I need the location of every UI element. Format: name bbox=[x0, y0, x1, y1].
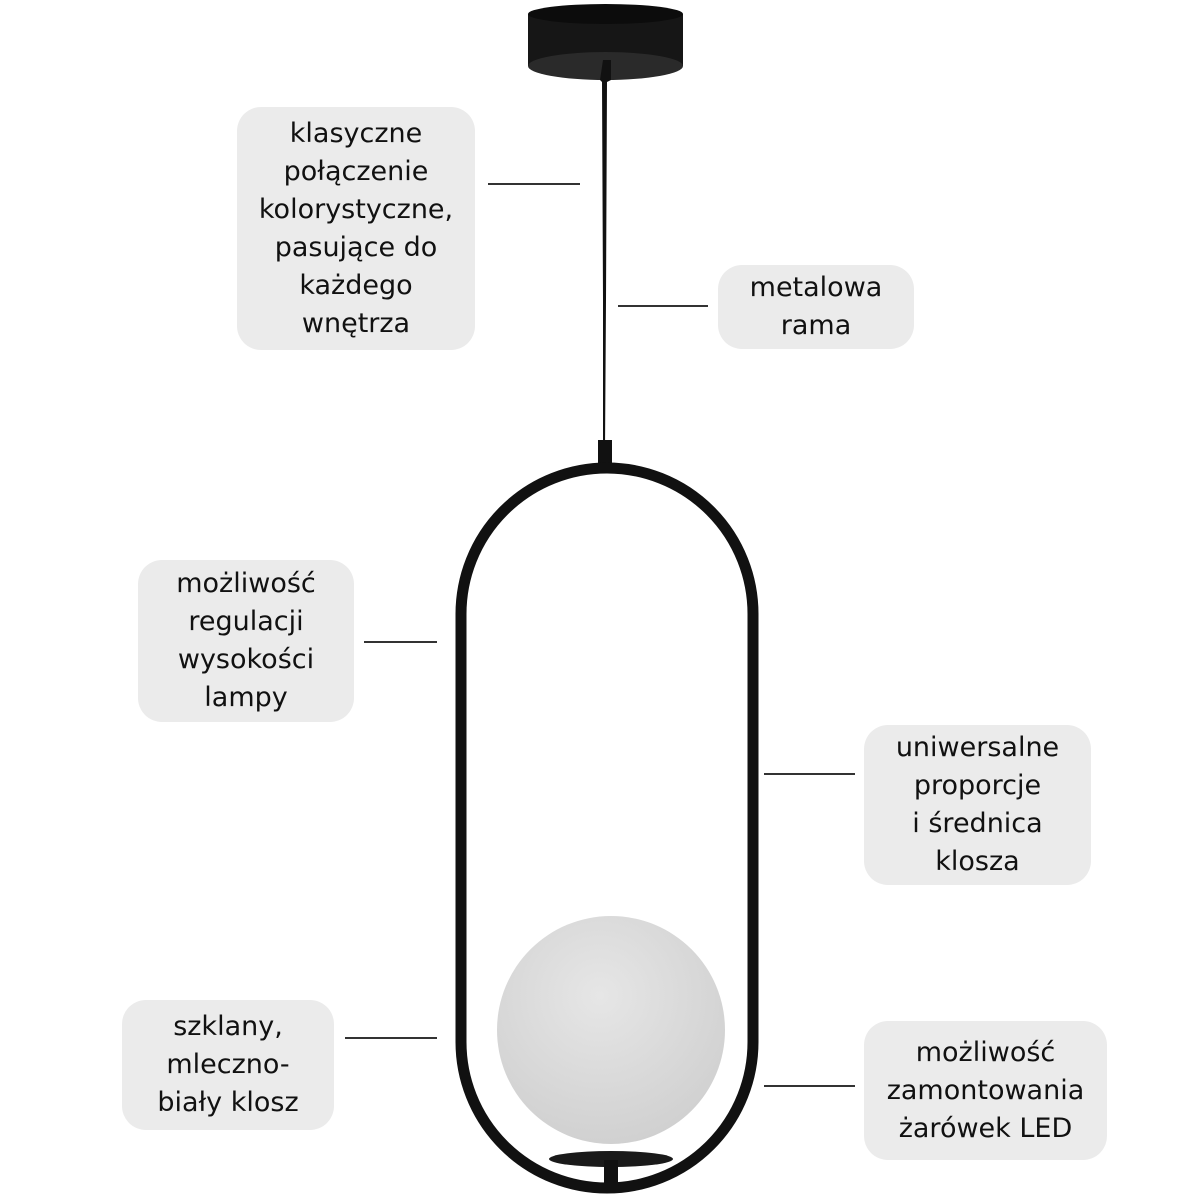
label-text: i średnica bbox=[912, 808, 1043, 839]
label-text: możliwość bbox=[915, 1036, 1056, 1068]
cord-connector bbox=[598, 440, 612, 466]
label-glass-shade: szklany, mleczno- biały klosz bbox=[122, 1000, 334, 1130]
connector-line bbox=[345, 1037, 437, 1039]
label-text: uniwersalne bbox=[895, 732, 1060, 763]
label-text: klasyczne bbox=[289, 117, 423, 149]
label-text: biały klosz bbox=[157, 1087, 299, 1118]
label-text: kolorystyczne, bbox=[258, 193, 454, 225]
label-text: żarówek LED bbox=[898, 1112, 1073, 1144]
label-text: pasujące do bbox=[274, 231, 438, 263]
label-text: połączenie bbox=[283, 155, 429, 187]
label-text: wnętrza bbox=[301, 307, 411, 339]
label-text: wysokości bbox=[177, 644, 315, 675]
label-proportions: uniwersalne proporcje i średnica klosza bbox=[864, 725, 1091, 885]
globe-holder bbox=[549, 1151, 673, 1167]
label-text: mleczno- bbox=[166, 1049, 290, 1080]
connector-line bbox=[364, 641, 437, 643]
label-metal-frame: metalowa rama bbox=[718, 265, 914, 349]
label-height-adjustment: możliwość regulacji wysokości lampy bbox=[138, 560, 354, 722]
glass-globe bbox=[497, 916, 725, 1144]
label-text: regulacji bbox=[188, 606, 304, 637]
label-color-combination: klasyczne połączenie kolorystyczne, pasu… bbox=[237, 107, 475, 350]
connector-line bbox=[488, 183, 580, 185]
label-text: klosza bbox=[935, 846, 1020, 877]
connector-line bbox=[764, 773, 855, 775]
label-text: szklany, bbox=[173, 1011, 283, 1042]
connector-line bbox=[618, 305, 708, 307]
label-text: zamontowania bbox=[886, 1074, 1085, 1106]
connector-line bbox=[764, 1085, 855, 1087]
label-text: rama bbox=[780, 310, 852, 341]
label-text: metalowa bbox=[749, 272, 883, 303]
label-led-bulbs: możliwość zamontowania żarówek LED bbox=[864, 1021, 1107, 1160]
label-text: lampy bbox=[204, 682, 288, 713]
label-text: proporcje bbox=[913, 770, 1042, 801]
cord bbox=[600, 60, 611, 450]
label-text: każdego bbox=[299, 269, 413, 301]
label-text: możliwość bbox=[176, 568, 316, 599]
